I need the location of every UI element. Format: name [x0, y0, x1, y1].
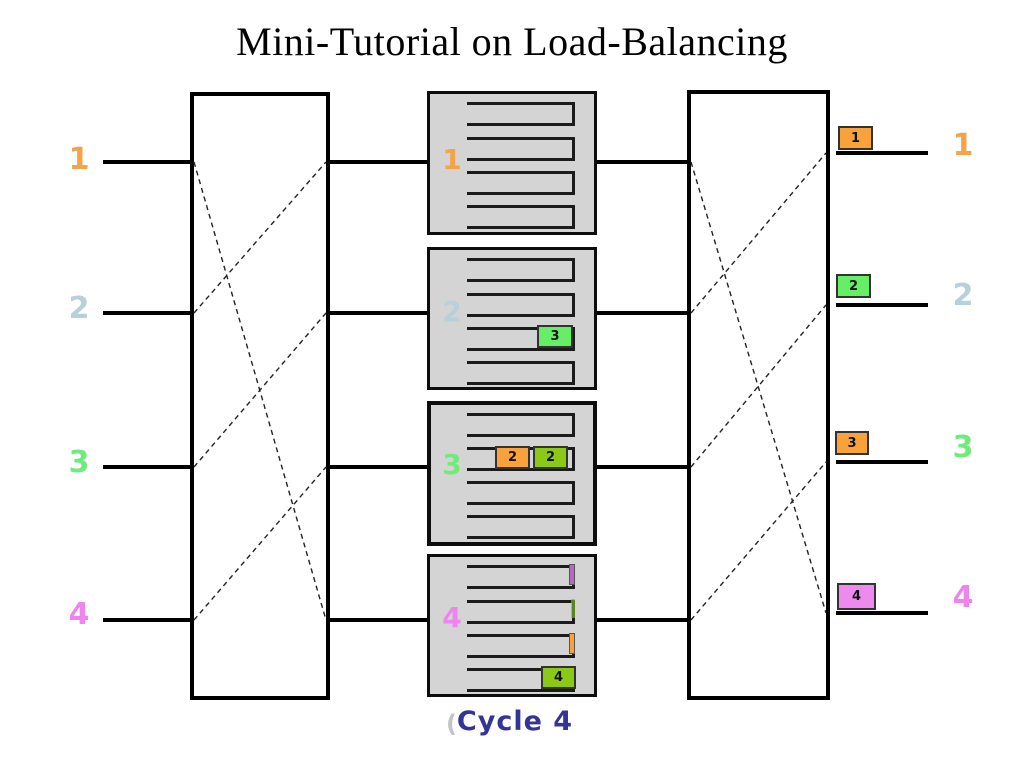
voq-2-1: [467, 258, 575, 282]
voq-2-2: [467, 293, 575, 317]
input-label-1: 1: [68, 142, 90, 177]
input-label-3: 3: [68, 445, 90, 480]
input-line-3: [103, 465, 191, 469]
input-line-2: [103, 311, 191, 315]
output-label-3: 3: [952, 430, 974, 465]
voq-1-3: [467, 171, 575, 195]
buffer-block-3: [427, 401, 597, 546]
input-label-4: 4: [68, 597, 90, 632]
packet-buffer2-queue3: 3: [537, 325, 573, 348]
voq-1-4: [467, 205, 575, 229]
packet-output-3: 3: [835, 431, 869, 455]
mid-line-4: [330, 618, 427, 622]
voq-4-1: [467, 565, 575, 589]
voq-2-3: [467, 327, 575, 351]
packet-sliver-purple: [569, 564, 575, 585]
packet-sliver-orange: [569, 633, 575, 654]
buffer-block-2: [427, 247, 597, 390]
packet-buffer3-queue2-head: 2: [495, 446, 530, 469]
voq-2-4: [467, 361, 575, 385]
buffer-out-line-1: [597, 160, 687, 164]
voq-3-4: [467, 515, 575, 539]
buffer-block-4: [427, 554, 597, 697]
buffer-out-line-3: [597, 465, 687, 469]
voq-3-3: [467, 481, 575, 505]
buffer-label-3: 3: [442, 448, 462, 481]
output-line-1: [836, 151, 928, 155]
input-label-2: 2: [68, 291, 90, 326]
buffer-out-line-2: [597, 311, 687, 315]
output-line-4: [836, 611, 928, 615]
voq-1-2: [467, 137, 575, 161]
voq-1-1: [467, 102, 575, 126]
input-line-1: [103, 160, 191, 164]
output-line-3: [836, 460, 928, 464]
packet-output-1: 1: [838, 126, 873, 150]
output-label-4: 4: [952, 580, 974, 615]
voq-4-2: [467, 600, 575, 624]
voq-3-1: [467, 413, 575, 437]
output-line-2: [836, 303, 928, 307]
mid-line-2: [330, 311, 427, 315]
buffer-out-line-4: [597, 618, 687, 622]
buffer-block-1: [427, 91, 597, 235]
slide-title: Mini-Tutorial on Load-Balancing: [236, 19, 788, 64]
output-label-2: 2: [952, 278, 974, 313]
mid-line-3: [330, 465, 427, 469]
left-crossbar: [190, 92, 330, 700]
packet-buffer4-queue4: 4: [541, 666, 576, 689]
packet-output-2: 2: [836, 274, 871, 298]
voq-4-3: [467, 634, 575, 658]
mid-line-1: [330, 160, 427, 164]
packet-output-4: 4: [837, 583, 876, 610]
buffer-label-2: 2: [442, 295, 462, 328]
output-label-1: 1: [952, 128, 974, 163]
cycle-label: Cycle 4: [456, 706, 574, 737]
buffer-label-1: 1: [442, 143, 462, 176]
packet-buffer3-queue2-next: 2: [533, 446, 568, 469]
buffer-label-4: 4: [442, 601, 462, 634]
right-crossbar: [687, 90, 830, 700]
artifact-paren: (: [446, 710, 457, 738]
input-line-4: [103, 618, 191, 622]
packet-sliver-green: [571, 599, 575, 618]
